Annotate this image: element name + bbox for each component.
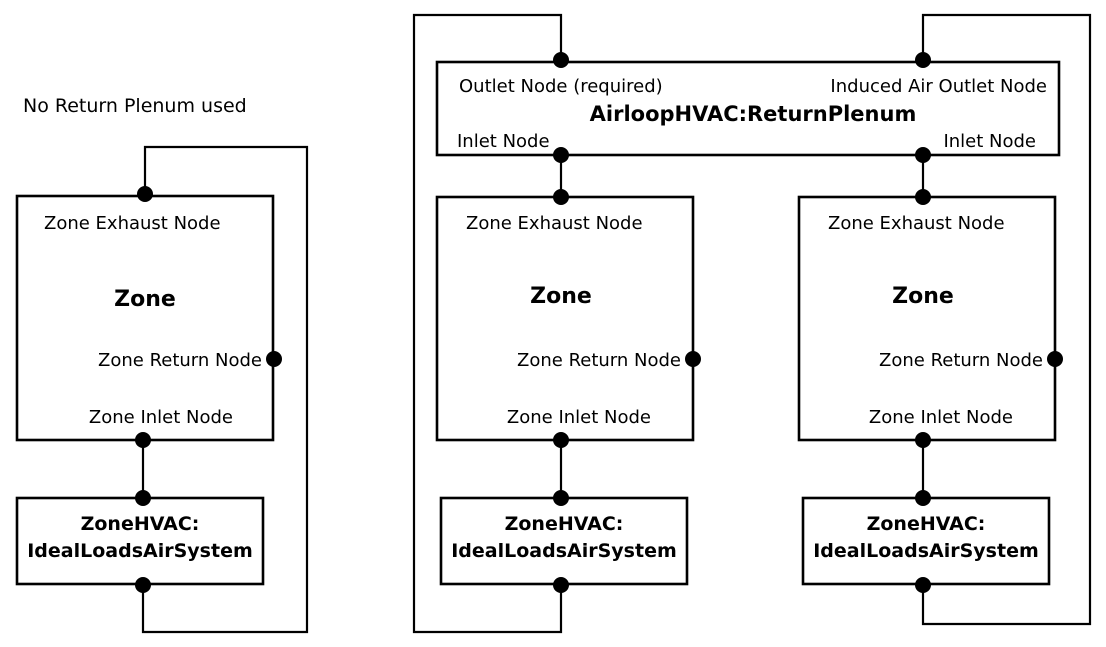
right-zone-exhaust-node-dot (915, 189, 931, 205)
left-zone-box (15, 194, 275, 442)
left-zone-title: Zone (114, 287, 176, 312)
middle-zone-inlet-node-label: Zone Inlet Node (507, 407, 651, 428)
induced-air-recirculation-wire (921, 13, 1092, 626)
plenum-outlet-node-dot (553, 52, 569, 68)
middle-zone-box (435, 195, 695, 442)
plenum-inlet-node-dot-left (553, 147, 569, 163)
right-zone-title: Zone (892, 284, 954, 309)
right-equipment-inlet-dot (915, 490, 931, 506)
middle-equipment-inlet-dot (553, 490, 569, 506)
right-equipment-label-line2: IdealLoadsAirSystem (813, 540, 1039, 562)
middle-zone-exhaust-node-dot (553, 189, 569, 205)
middle-zone-inlet-node-dot (553, 432, 569, 448)
plenum-outlet-node-label: Outlet Node (required) (459, 76, 663, 97)
left-zone-inlet-node-dot (135, 432, 151, 448)
caption-no-return-plenum: No Return Plenum used (23, 95, 247, 117)
right-zone-inlet-node-dot (915, 432, 931, 448)
right-equipment-label-line1: ZoneHVAC: (867, 513, 986, 535)
middle-zone-exhaust-node-label: Zone Exhaust Node (466, 213, 643, 234)
left-zone-return-node-dot (266, 351, 282, 367)
plenum-inlet-node-label-left: Inlet Node (457, 131, 550, 152)
right-equipment-outlet-dot (915, 577, 931, 593)
plenum-outlet-recirculation-wire (412, 13, 563, 634)
plenum-inlet-node-dot-right (915, 147, 931, 163)
middle-zone-title: Zone (530, 284, 592, 309)
return-plenum-box (435, 60, 1061, 157)
left-equipment-outlet-dot (135, 577, 151, 593)
left-zone-return-node-label: Zone Return Node (98, 350, 262, 371)
left-equipment-inlet-dot (135, 490, 151, 506)
middle-equipment-box (439, 496, 689, 586)
middle-equipment-outlet-dot (553, 577, 569, 593)
middle-equipment-label-line2: IdealLoadsAirSystem (451, 540, 677, 562)
plenum-induced-air-outlet-node-dot (915, 52, 931, 68)
left-zone-inlet-node-label: Zone Inlet Node (89, 407, 233, 428)
left-zone-exhaust-node-label: Zone Exhaust Node (44, 213, 221, 234)
right-zone-inlet-node-label: Zone Inlet Node (869, 407, 1013, 428)
left-zone-exhaust-node-dot (137, 186, 153, 202)
plenum-title: AirloopHVAC:ReturnPlenum (590, 102, 917, 126)
right-zone-return-node-label: Zone Return Node (879, 350, 1043, 371)
plenum-inlet-node-label-right: Inlet Node (943, 131, 1036, 152)
middle-zone-return-node-label: Zone Return Node (517, 350, 681, 371)
middle-equipment-label-line1: ZoneHVAC: (505, 513, 624, 535)
middle-zone-return-node-dot (685, 351, 701, 367)
right-zone-exhaust-node-label: Zone Exhaust Node (828, 213, 1005, 234)
left-equipment-label-line1: ZoneHVAC: (81, 513, 200, 535)
left-equipment-label-line2: IdealLoadsAirSystem (27, 540, 253, 562)
left-recirculation-wire (141, 145, 309, 634)
plenum-induced-air-outlet-node-label: Induced Air Outlet Node (830, 76, 1047, 97)
right-zone-return-node-dot (1047, 351, 1063, 367)
